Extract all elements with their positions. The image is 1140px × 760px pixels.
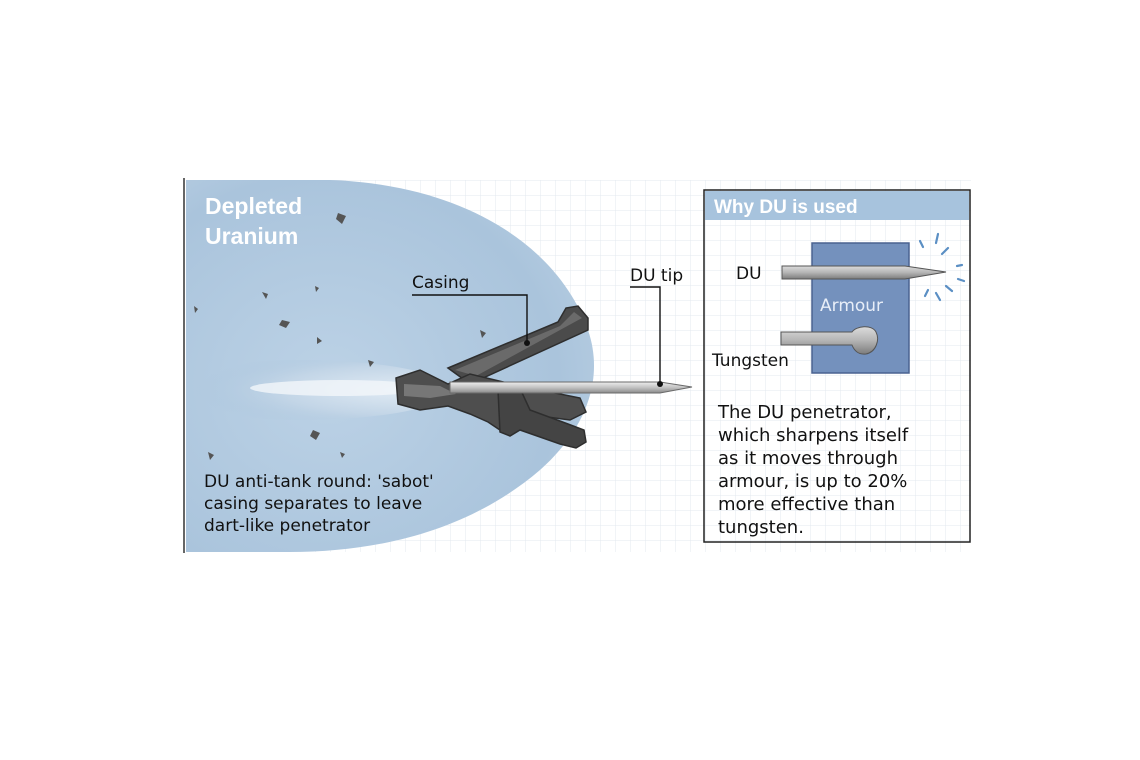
penetration-sparks (918, 232, 966, 302)
title-line-1: Depleted (205, 193, 302, 219)
du-tip-label: DU tip (630, 266, 683, 286)
panel-text-line-1: The DU penetrator, (717, 402, 892, 423)
debris (194, 213, 486, 460)
panel-text-line-4: armour, is up to 20% (718, 471, 907, 492)
smoke-trail-inner (250, 380, 430, 396)
du-tip-leader (630, 286, 661, 384)
panel-header (705, 191, 969, 220)
diagram-title: Depleted Uranium (205, 193, 309, 249)
panel-text: The DU penetrator, which sharpens itself… (717, 402, 914, 538)
du-penetrator (449, 381, 693, 394)
armour-label: Armour (820, 296, 883, 316)
panel-text-line-6: tungsten. (718, 517, 804, 538)
title-line-2: Uranium (205, 223, 298, 249)
tungsten-rod (780, 326, 879, 355)
casing-label: Casing (412, 273, 469, 293)
du-rod-label: DU (736, 264, 762, 284)
du-rod (781, 265, 947, 280)
panel-text-line-2: which sharpens itself (718, 425, 909, 446)
caption-line-3: dart-like penetrator (204, 516, 370, 536)
blast-plume (186, 180, 595, 552)
caption-line-2: casing separates to leave (204, 494, 422, 514)
panel-text-line-3: as it moves through (718, 448, 898, 469)
panel-text-line-5: more effective than (718, 494, 895, 515)
why-du-panel: Why DU is used Armour DU Tungsten The DU… (703, 189, 971, 543)
casing-leader (412, 294, 528, 343)
caption-line-1: DU anti-tank round: 'sabot' (204, 472, 434, 492)
armour-block (811, 242, 910, 374)
sabot-casing-lower (497, 383, 587, 449)
tungsten-label: Tungsten (711, 351, 789, 371)
caption: DU anti-tank round: 'sabot' casing separ… (204, 472, 439, 536)
panel-title: Why DU is used (714, 197, 858, 218)
